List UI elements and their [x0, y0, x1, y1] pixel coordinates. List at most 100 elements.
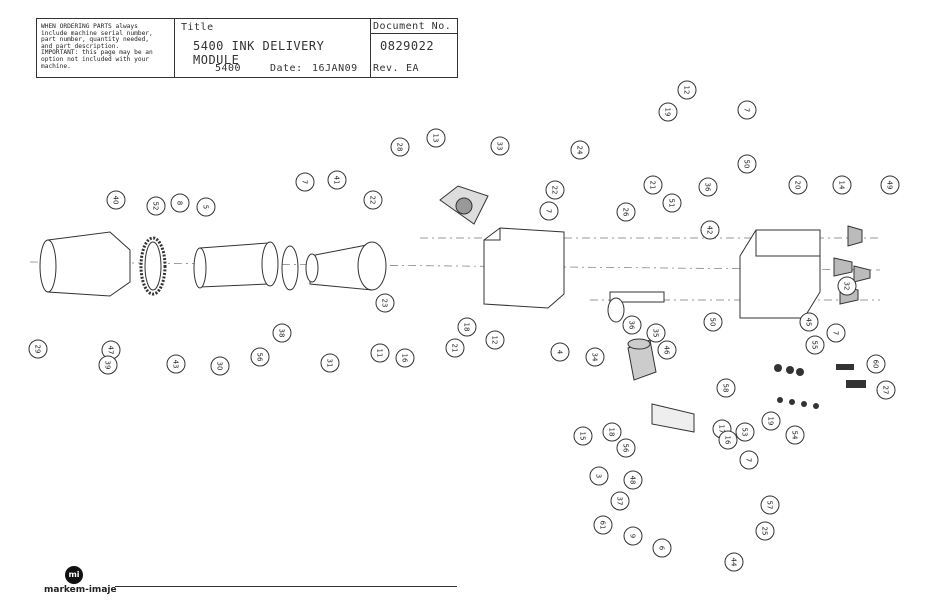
- callout-56: 56: [616, 438, 636, 458]
- callout-46: 46: [657, 340, 677, 360]
- callout-circle: [677, 80, 697, 100]
- part-box-33: [483, 227, 565, 309]
- callout-circle: [785, 425, 805, 445]
- callout-label: 28: [396, 143, 404, 152]
- note-line: part number, quantity needed,: [41, 36, 150, 44]
- callout-9: 9: [623, 526, 643, 546]
- callout-label: 18: [608, 428, 616, 437]
- callout-57: 57: [760, 495, 780, 515]
- callout-54: 54: [785, 425, 805, 445]
- callout-circle: [395, 348, 415, 368]
- callout-label: 27: [882, 386, 890, 395]
- callout-37: 37: [610, 491, 630, 511]
- callout-label: 46: [663, 346, 671, 355]
- callout-27: 27: [876, 380, 896, 400]
- callout-label: 21: [451, 344, 459, 353]
- callout-label: 12: [683, 86, 691, 95]
- callout-circle: [593, 515, 613, 535]
- callout-label: 50: [709, 318, 717, 327]
- callout-53: 53: [735, 422, 755, 442]
- title-label: Title: [181, 22, 214, 33]
- callout-label: 7: [301, 180, 309, 184]
- callout-30: 30: [210, 356, 230, 376]
- callout-label: 53: [741, 428, 749, 437]
- callout-circle: [760, 495, 780, 515]
- callout-29: 29: [28, 339, 48, 359]
- callout-label: 37: [616, 497, 624, 506]
- callout-41: 41: [327, 170, 347, 190]
- callout-circle: [589, 466, 609, 486]
- part-bracket: [651, 403, 695, 433]
- callout-circle: [610, 491, 630, 511]
- callout-circle: [370, 343, 390, 363]
- callout-21: 21: [643, 175, 663, 195]
- callout-label: 56: [622, 444, 630, 453]
- part-fittings: [774, 364, 866, 409]
- part-housing-cylinder: [305, 241, 387, 291]
- callout-label: 61: [599, 521, 607, 530]
- callout-circle: [146, 196, 166, 216]
- callout-49: 49: [880, 175, 900, 195]
- callout-50: 50: [703, 312, 723, 332]
- title-block: WHEN ORDERING PARTS always include machi…: [36, 18, 458, 78]
- callout-22: 22: [363, 190, 383, 210]
- callout-label: 18: [463, 323, 471, 332]
- callout-circle: [735, 422, 755, 442]
- callout-18: 18: [457, 317, 477, 337]
- callout-60: 60: [866, 354, 886, 374]
- date-value: 16JAN09: [312, 63, 358, 74]
- callout-label: 54: [791, 431, 799, 440]
- callout-circle: [170, 193, 190, 213]
- callout-15: 15: [573, 426, 593, 446]
- callout-label: 56: [256, 353, 264, 362]
- callout-label: 40: [112, 196, 120, 205]
- part-o-ring: [281, 245, 299, 291]
- callout-circle: [375, 293, 395, 313]
- callout-circle: [363, 190, 383, 210]
- callout-label: 41: [333, 176, 341, 185]
- footer-rule: [115, 586, 457, 587]
- callout-12: 12: [485, 330, 505, 350]
- callout-circle: [426, 128, 446, 148]
- callout-18: 18: [602, 422, 622, 442]
- callout-circle: [805, 335, 825, 355]
- callout-circle: [545, 180, 565, 200]
- callout-circle: [390, 137, 410, 157]
- callout-label: 19: [767, 417, 775, 426]
- callout-label: 47: [107, 346, 115, 355]
- note-line: include machine serial number,: [41, 29, 153, 37]
- callout-39: 39: [98, 355, 118, 375]
- callout-22: 22: [545, 180, 565, 200]
- callout-13: 13: [426, 128, 446, 148]
- callout-circle: [166, 354, 186, 374]
- callout-label: 4: [556, 350, 564, 355]
- callout-label: 48: [629, 476, 637, 485]
- callout-circle: [616, 202, 636, 222]
- callout-circle: [570, 140, 590, 160]
- callout-4: 4: [550, 342, 570, 362]
- callout-circle: [739, 450, 759, 470]
- brand-logo: mi: [65, 566, 83, 584]
- callout-25: 25: [755, 521, 775, 541]
- callout-circle: [826, 323, 846, 343]
- callout-label: 51: [668, 199, 676, 208]
- callout-label: 50: [743, 160, 751, 169]
- callout-circle: [703, 312, 723, 332]
- callout-circle: [866, 354, 886, 374]
- part-box-32: [739, 229, 821, 319]
- callout-24: 24: [570, 140, 590, 160]
- callout-circle: [616, 438, 636, 458]
- part-fan: [439, 185, 489, 225]
- part-motor: [627, 338, 657, 381]
- callout-label: 43: [172, 360, 180, 369]
- callout-circle: [550, 342, 570, 362]
- callout-circle: [880, 175, 900, 195]
- callout-circle: [698, 177, 718, 197]
- part-pump: [607, 291, 665, 323]
- callout-label: 44: [730, 558, 738, 567]
- ordering-note: WHEN ORDERING PARTS always include machi…: [37, 19, 175, 77]
- callout-35: 35: [646, 323, 666, 343]
- callout-16: 16: [395, 348, 415, 368]
- callout-label: 20: [794, 181, 802, 190]
- callout-7: 7: [539, 201, 559, 221]
